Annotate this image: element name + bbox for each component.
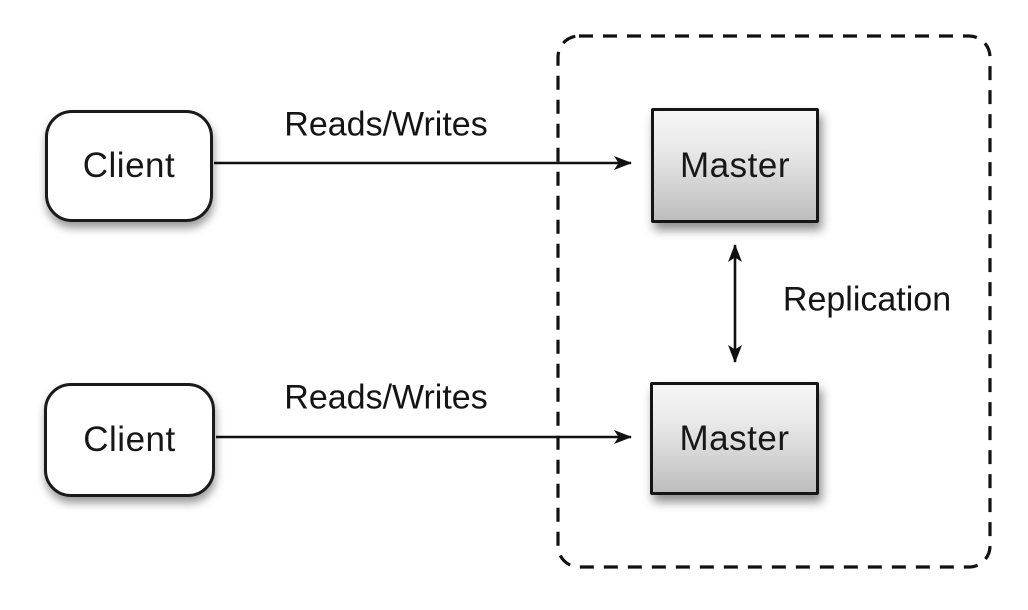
node-master-top: Master <box>651 108 819 223</box>
node-client-bottom: Client <box>44 383 215 497</box>
node-client-top: Client <box>45 110 213 222</box>
edge-label-reads-writes-bottom: Reads/Writes <box>284 378 488 417</box>
node-master-top-label: Master <box>680 145 790 185</box>
node-client-top-label: Client <box>82 146 176 185</box>
node-master-bottom: Master <box>650 382 819 495</box>
edge-label-replication: Replication <box>782 280 952 319</box>
node-master-bottom-label: Master <box>679 418 790 458</box>
edge-label-reads-writes-top: Reads/Writes <box>284 105 488 144</box>
node-client-bottom-label: Client <box>83 420 176 459</box>
replication-group-dashed-border <box>556 34 992 569</box>
